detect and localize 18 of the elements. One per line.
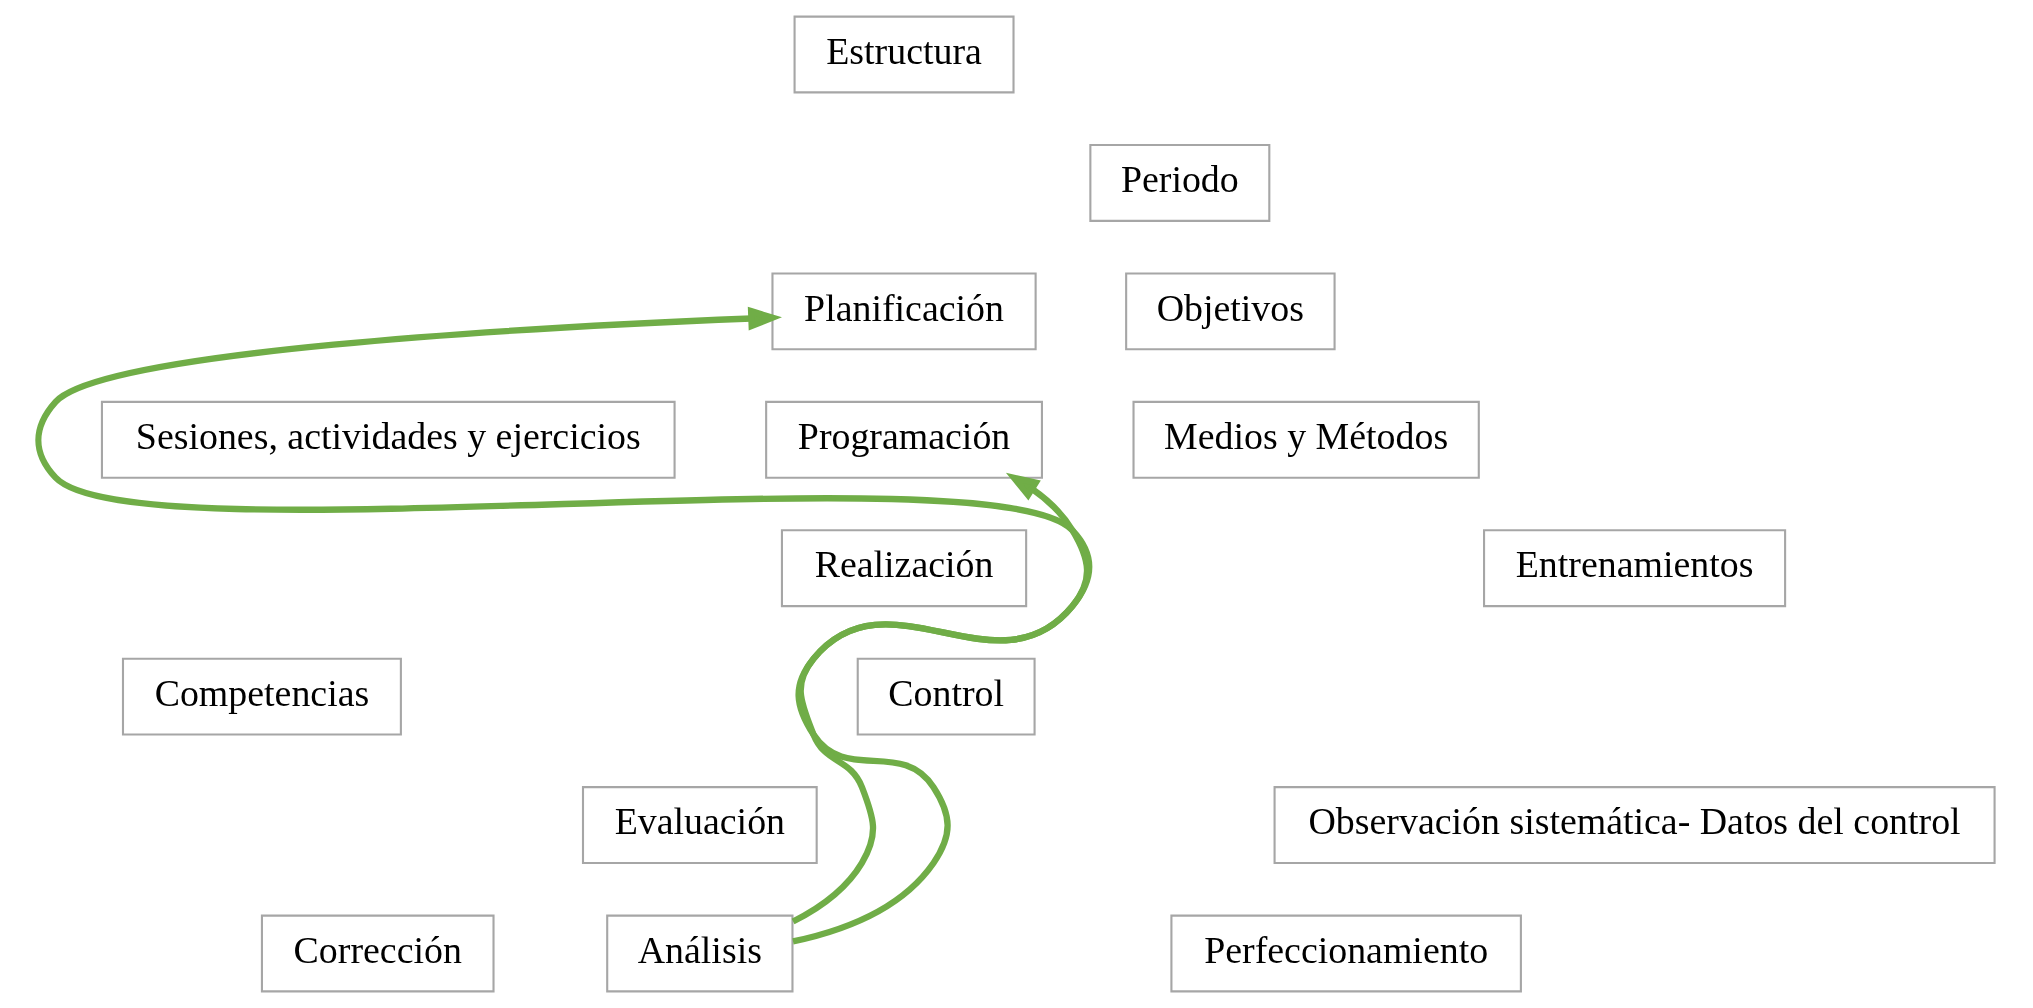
node-box: Medios y Métodos [1132, 400, 1480, 479]
node-box: Entrenamientos [1483, 529, 1787, 608]
arrow [791, 472, 1091, 925]
node-box: Corrección [260, 914, 495, 993]
node-box: Objetivos [1125, 272, 1336, 351]
node-box: Estructura [793, 15, 1015, 94]
node-box: Programación [765, 400, 1043, 479]
node-box: Observación sistemática- Datos del control [1273, 786, 1996, 864]
node-box: Periodo [1089, 144, 1271, 222]
node-box: Planificación [771, 272, 1037, 351]
node-box: Control [856, 657, 1036, 736]
node-box: Perfeccionamiento [1170, 914, 1522, 993]
node-box: Evaluación [581, 786, 818, 864]
node-box: Realización [780, 529, 1028, 608]
node-box: Competencias [121, 657, 402, 736]
node-box: Sesiones, actividades y ejercicios [100, 400, 676, 479]
node-box: Análisis [606, 914, 794, 993]
arrow [35, 306, 1091, 945]
